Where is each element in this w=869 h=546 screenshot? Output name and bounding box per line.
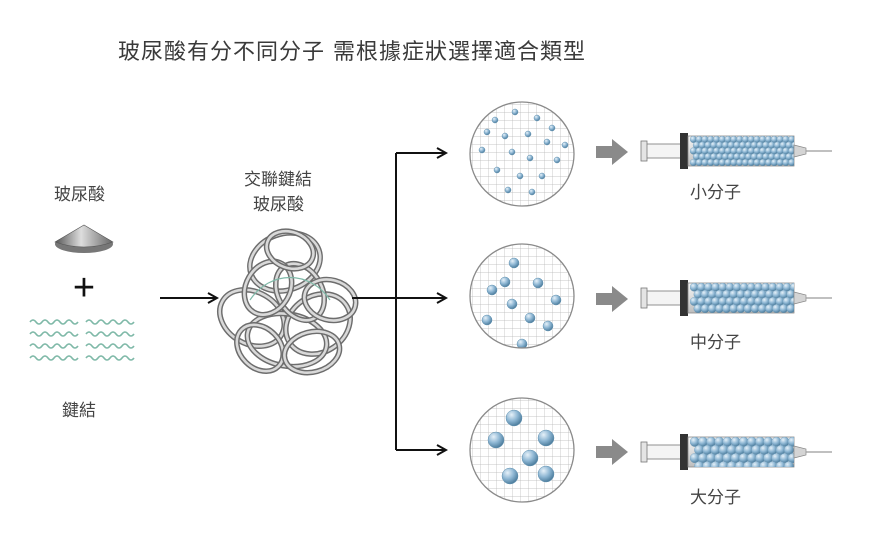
particle [491, 116, 499, 124]
wave-line [29, 343, 79, 349]
crosslinker-waves-icon [29, 319, 135, 361]
particle [542, 320, 554, 332]
particle [499, 276, 511, 288]
plus-sign: + [73, 267, 95, 309]
gray-arrow-icon [596, 286, 628, 312]
particle [548, 124, 556, 132]
branch-arrows [352, 153, 446, 450]
syringe-medium-icon [640, 280, 832, 316]
particle [511, 108, 519, 116]
particle-circle-small [469, 101, 575, 207]
particle [481, 314, 493, 326]
particle [543, 138, 551, 146]
particle [561, 141, 569, 149]
particle [516, 338, 528, 348]
particle [524, 130, 532, 138]
particle [516, 172, 524, 180]
particle-circle-large [469, 397, 575, 503]
particle [478, 146, 486, 154]
crosslinked-label-line1: 交聯鍵結 [244, 170, 312, 190]
particle [501, 132, 509, 140]
crosslinked-tangle-icon [217, 228, 359, 376]
crosslinked-label-line2: 玻尿酸 [253, 195, 304, 215]
particle [524, 312, 536, 324]
wave-line [29, 331, 79, 337]
particle-circle-medium [469, 243, 575, 349]
particle [528, 188, 536, 196]
particle [533, 114, 541, 122]
particle [526, 154, 534, 162]
particle [483, 128, 491, 136]
output-label-medium: 中分子 [690, 333, 741, 353]
particle [508, 257, 520, 269]
output-label-small: 小分子 [690, 183, 741, 203]
syringe-small-icon [640, 133, 832, 169]
particle [521, 449, 539, 467]
syringe-large-icon [640, 434, 832, 470]
gray-arrow-icon [596, 139, 628, 165]
wave-line [85, 331, 135, 337]
output-label-large: 大分子 [690, 488, 741, 508]
page-title: 玻尿酸有分不同分子 需根據症狀選擇適合類型 [118, 40, 586, 65]
particle [486, 284, 498, 296]
gray-arrow-icon [596, 439, 628, 465]
wave-line [29, 355, 79, 361]
wave-line [29, 319, 79, 325]
wave-line [85, 319, 135, 325]
particle [532, 277, 544, 289]
wave-line [85, 355, 135, 361]
particle [508, 148, 516, 156]
wave-line [85, 343, 135, 349]
particle [537, 465, 555, 483]
crosslinker-label: 鍵結 [62, 401, 96, 421]
particle [505, 409, 523, 427]
particle [504, 186, 512, 194]
hyaluronic-acid-cone-icon [54, 224, 114, 253]
particle [506, 298, 518, 310]
particle [550, 294, 562, 306]
hyaluronic-acid-label: 玻尿酸 [54, 185, 105, 205]
particle [553, 156, 561, 164]
particle [538, 172, 546, 180]
particle [501, 467, 519, 485]
particle [487, 431, 505, 449]
particle [537, 429, 555, 447]
particle [493, 166, 501, 174]
